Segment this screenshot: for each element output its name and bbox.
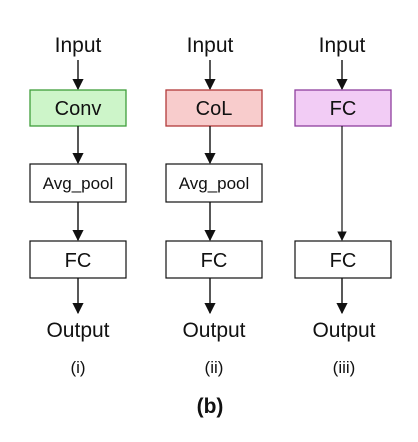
column-iii: Input FC FC Output (iii) — [294, 34, 392, 377]
column-ii: Input CoL Avg_pool FC Output (ii) — [165, 34, 263, 377]
output-label: Output — [312, 319, 375, 342]
avg-pool-block-label: Avg_pool — [179, 174, 250, 193]
sub-label: (iii) — [333, 358, 356, 377]
sub-label: (i) — [70, 358, 85, 377]
avg-pool-block-box — [165, 163, 263, 203]
fc-first-block-box — [294, 89, 392, 127]
conv-block: Conv — [29, 89, 127, 127]
col-block-box — [165, 89, 263, 127]
avg-pool-block: Avg_pool — [165, 163, 263, 203]
fc-block: FC — [294, 240, 392, 279]
fc-block: FC — [29, 240, 127, 279]
fc-first-block-label: FC — [330, 98, 357, 120]
output-label: Output — [46, 319, 109, 342]
fc-block-box — [294, 240, 392, 279]
input-label: Input — [319, 34, 366, 57]
col-block-label: CoL — [196, 98, 233, 120]
input-label: Input — [55, 34, 102, 57]
avg-pool-block-box — [29, 163, 127, 203]
fc-block-label: FC — [330, 250, 357, 272]
avg-pool-block-label: Avg_pool — [43, 174, 114, 193]
column-i: Input Conv Avg_pool FC Output (i) — [29, 34, 127, 377]
conv-block-label: Conv — [55, 98, 102, 120]
figure-caption: (b) — [197, 395, 224, 418]
fc-block: FC — [165, 240, 263, 279]
output-label: Output — [182, 319, 245, 342]
fc-block-label: FC — [65, 250, 92, 272]
col-block: CoL — [165, 89, 263, 127]
fc-block-box — [165, 240, 263, 279]
sub-label: (ii) — [205, 358, 224, 377]
fc-block-box — [29, 240, 127, 279]
fc-first-block: FC — [294, 89, 392, 127]
fc-block-label: FC — [201, 250, 228, 272]
input-label: Input — [187, 34, 234, 57]
avg-pool-block: Avg_pool — [29, 163, 127, 203]
